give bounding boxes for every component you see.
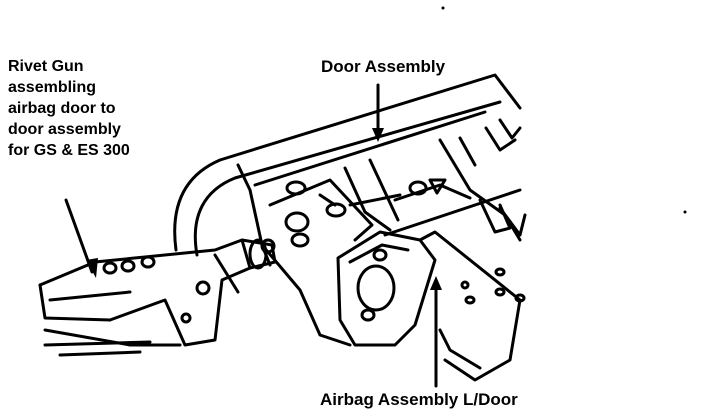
airbag-assembly-shape [336,230,526,382]
rivet-gun-label-line-3: airbag door to [8,100,116,117]
rivet-gun-label-line-1: Rivet Gun [8,58,84,75]
arrow-head-door [372,128,384,142]
rivet-gun-label-line-4: door assembly [8,121,121,138]
rivet-gun-shape [38,238,277,357]
rivet-gun-label: Rivet Gun assembling airbag door to door… [8,56,130,161]
rivet-gun-label-line-5: for GS & ES 300 [8,142,130,159]
arrow-head-rivet [86,258,98,278]
door-assembly-label: Door Assembly [321,57,446,76]
door-assembly-shape [173,73,527,347]
arrow-head-airbag [430,276,442,290]
door-holes [284,178,447,248]
airbag-assembly-label: Airbag Assembly L/Door [320,390,518,409]
rivet-gun-label-line-2: assembling [8,79,97,96]
